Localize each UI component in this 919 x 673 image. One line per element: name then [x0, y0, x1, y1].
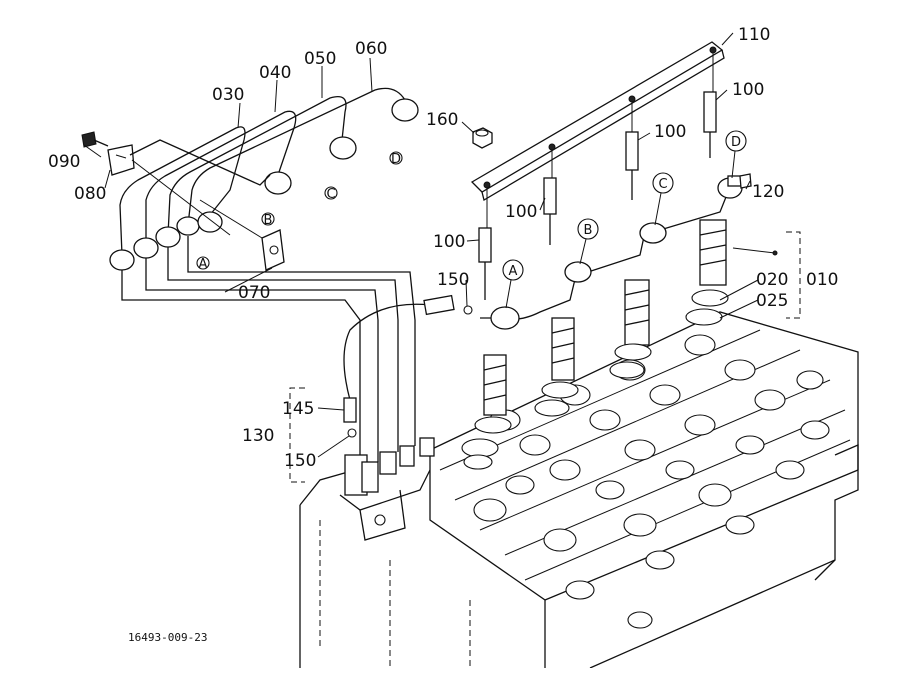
label-150-bottom: 150 — [284, 451, 316, 471]
label-090: 090 — [48, 152, 80, 172]
connector-B-large: B — [577, 218, 599, 265]
injection-pipes — [109, 87, 419, 462]
connector-D-large-text: D — [731, 135, 741, 150]
head-ports — [473, 334, 830, 629]
label-100-d: 100 — [732, 80, 764, 100]
connector-A-small-text: A — [199, 257, 208, 272]
connector-B-small-text: B — [264, 213, 273, 228]
part-labels: 030 040 050 060 090 080 070 110 100 100 … — [48, 25, 838, 644]
connector-B-small: B — [261, 212, 275, 228]
label-010: 010 — [806, 270, 838, 290]
glow-lead-bar — [470, 41, 725, 228]
label-110: 110 — [738, 25, 770, 45]
connector-C-small: C — [324, 186, 338, 202]
nut-160 — [472, 127, 493, 149]
label-060: 060 — [355, 39, 387, 59]
glow-plug-4 — [703, 91, 717, 158]
label-120: 120 — [752, 182, 784, 202]
label-020: 020 — [756, 270, 788, 290]
label-100-b: 100 — [505, 202, 537, 222]
label-080: 080 — [74, 184, 106, 204]
pipe-clamp — [199, 199, 285, 271]
label-025: 025 — [756, 291, 788, 311]
connector-D-large: D — [725, 130, 747, 179]
glow-plug-3 — [625, 131, 639, 200]
connector-A-small: A — [196, 256, 210, 272]
glow-plug-1 — [478, 227, 492, 300]
label-150-top: 150 — [437, 270, 469, 290]
connector-B-large-text: B — [584, 223, 593, 238]
connector-A-large: A — [502, 259, 524, 309]
label-070: 070 — [238, 283, 270, 303]
injector-1 — [461, 354, 512, 470]
return-hose — [343, 294, 473, 438]
injector-3 — [609, 279, 652, 379]
drawing-number: 16493-009-23 — [128, 631, 207, 644]
bracket-080 — [107, 139, 271, 236]
connector-A-large-text: A — [509, 264, 518, 279]
cylinder-head — [299, 311, 859, 669]
injector-4 — [685, 219, 729, 326]
label-040: 040 — [259, 63, 291, 83]
leader-lines — [83, 32, 778, 458]
bolt-120 — [739, 173, 752, 189]
connector-D-small: D — [389, 151, 403, 167]
label-100-a: 100 — [433, 232, 465, 252]
connector-D-small-text: D — [391, 152, 401, 167]
label-100-c: 100 — [654, 122, 686, 142]
label-130: 130 — [242, 426, 274, 446]
injector-2 — [534, 317, 579, 417]
connector-C-small-text: C — [326, 187, 335, 202]
label-050: 050 — [304, 49, 336, 69]
label-145: 145 — [282, 399, 314, 419]
injection-pump — [339, 437, 435, 541]
glow-plug-2 — [543, 177, 557, 245]
overflow-pipe — [480, 175, 743, 330]
label-030: 030 — [212, 85, 244, 105]
connector-C-large-text: C — [658, 177, 667, 192]
connector-C-large: C — [652, 172, 674, 226]
bolt-090 — [81, 131, 109, 148]
label-160: 160 — [426, 110, 458, 130]
bracket-130 — [289, 387, 305, 483]
